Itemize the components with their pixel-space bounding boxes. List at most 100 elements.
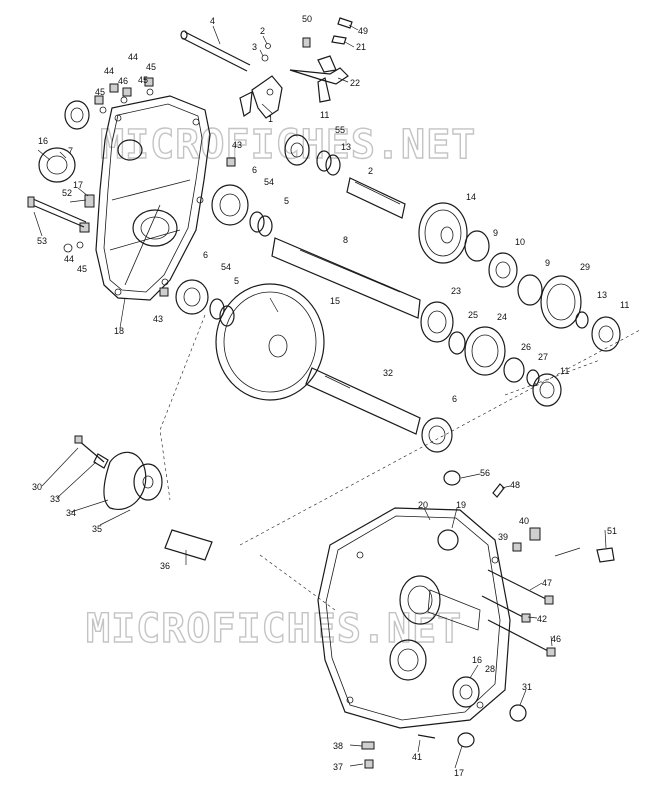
- washers-54-5: [209, 211, 273, 327]
- callout: 14: [466, 192, 476, 202]
- leader-lines: [33, 24, 607, 769]
- callout: 13: [597, 290, 607, 300]
- callout: 20: [418, 500, 428, 510]
- callout: 28: [485, 664, 495, 674]
- callout: 45: [77, 264, 87, 274]
- svg-text:MICROFICHES.NET: MICROFICHES.NET: [86, 606, 462, 652]
- callout: 41: [412, 752, 422, 762]
- right-housing: [317, 507, 511, 729]
- callout: 55: [335, 125, 345, 135]
- callout: 44: [104, 66, 114, 76]
- callout: 38: [333, 741, 343, 751]
- callout: 5: [234, 276, 239, 286]
- callout: 46: [551, 634, 561, 644]
- callout: 6: [452, 394, 457, 404]
- callout: 24: [497, 312, 507, 322]
- right-small-parts: [361, 470, 615, 769]
- callout: 42: [537, 614, 547, 624]
- callout: 45: [146, 62, 156, 72]
- watermark-top: MICROFICHES.NET: [99, 121, 476, 168]
- callout: 21: [356, 42, 366, 52]
- main-shaft: [271, 237, 421, 319]
- callout: 37: [333, 762, 343, 772]
- callout: 32: [383, 368, 393, 378]
- small-fasteners-top: [261, 17, 353, 62]
- callout: 31: [522, 682, 532, 692]
- callout: 36: [160, 561, 170, 571]
- callout: 8: [343, 235, 348, 245]
- callout: 9: [493, 228, 498, 238]
- watermark-bottom: MICROFICHES.NET: [85, 605, 462, 652]
- callout: 11: [620, 300, 629, 310]
- left-seal-46: [64, 100, 90, 130]
- callout: 29: [580, 262, 590, 272]
- callout: 50: [302, 14, 312, 24]
- upper-shaft: [284, 134, 406, 219]
- callout: 1: [268, 114, 273, 124]
- callout: 4: [210, 16, 215, 26]
- shift-lever: [289, 55, 349, 103]
- callout: 45: [95, 87, 105, 97]
- callout: 22: [350, 78, 360, 88]
- small-nuts-left: [63, 77, 236, 297]
- shift-shaft: [180, 30, 251, 72]
- callout: 33: [50, 494, 60, 504]
- callout: 43: [232, 140, 242, 150]
- callout: 10: [515, 237, 525, 247]
- callout: 7: [68, 146, 73, 156]
- callout: 6: [252, 165, 257, 175]
- chain-and-sprocket: [74, 435, 213, 561]
- bolt-53: [27, 196, 87, 228]
- callout-labels: 4 2 3 50 49 21 22 1 44 44 45 46 45 45 16…: [32, 14, 629, 778]
- callout: 52: [62, 188, 72, 198]
- callout: 15: [330, 296, 340, 306]
- callout: 6: [203, 250, 208, 260]
- callout: 54: [264, 177, 274, 187]
- callout: 44: [128, 52, 138, 62]
- gear-cluster-right: [464, 230, 621, 352]
- callout: 35: [92, 524, 102, 534]
- callout: 3: [252, 42, 257, 52]
- right-housing-bolts: [417, 569, 556, 739]
- alignment-lines: [159, 314, 641, 611]
- callout: 5: [284, 196, 289, 206]
- callout: 17: [73, 180, 83, 190]
- callout: 16: [472, 655, 482, 665]
- left-seal-16: [38, 147, 76, 183]
- callout: 30: [32, 482, 42, 492]
- callout: 46: [118, 76, 128, 86]
- output-shaft: [305, 367, 453, 453]
- callout: 43: [153, 314, 163, 324]
- callout: 39: [498, 532, 508, 542]
- callout: 34: [66, 508, 76, 518]
- callout: 40: [519, 516, 529, 526]
- callout: 16: [38, 136, 48, 146]
- callout: 49: [358, 26, 368, 36]
- callout: 9: [545, 258, 550, 268]
- callout: 23: [451, 286, 461, 296]
- callout: 54: [221, 262, 231, 272]
- callout: 25: [468, 310, 478, 320]
- gear-14: [418, 202, 468, 264]
- callout: 44: [64, 254, 74, 264]
- svg-text:MICROFICHES.NET: MICROFICHES.NET: [100, 122, 476, 168]
- bearing-6-upper: [211, 184, 249, 226]
- shift-fork: [239, 75, 283, 119]
- callout: 47: [542, 578, 552, 588]
- callout: 56: [480, 468, 490, 478]
- callout: 51: [607, 526, 617, 536]
- callout: 2: [260, 26, 265, 36]
- callout: 19: [456, 500, 466, 510]
- callout: 26: [521, 342, 531, 352]
- callout: 48: [510, 480, 520, 490]
- callout: 18: [114, 326, 124, 336]
- bearing-6-lower: [175, 279, 209, 315]
- callout: 45: [138, 75, 148, 85]
- callout: 17: [454, 768, 464, 778]
- gear-cluster-middle: [420, 301, 562, 407]
- callout: 2: [368, 166, 373, 176]
- callout: 27: [538, 352, 548, 362]
- gear-15: [215, 283, 325, 401]
- callout: 13: [341, 142, 351, 152]
